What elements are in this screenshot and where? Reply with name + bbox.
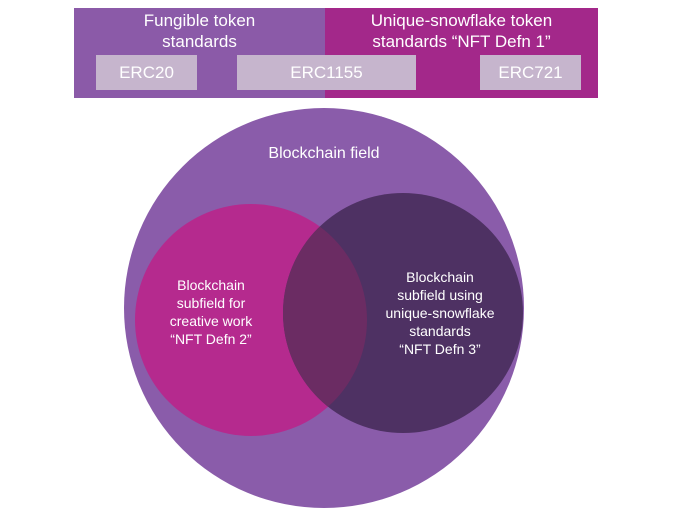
unique-title-line: standards “NFT Defn 1” xyxy=(372,32,551,51)
circle-overlap-region xyxy=(283,204,367,433)
fungible-title-line: standards xyxy=(162,32,237,51)
snowflake-label-line: Blockchain xyxy=(406,269,474,285)
creative-label-line: creative work xyxy=(169,313,253,329)
erc721-token-box: ERC721 xyxy=(480,55,581,90)
snowflake-label-line: “NFT Defn 3” xyxy=(399,341,481,357)
unique-standards-title: Unique-snowflake token standards “NFT De… xyxy=(325,10,598,52)
blockchain-field-label: Blockchain field xyxy=(268,145,380,162)
erc1155-token-box: ERC1155 xyxy=(237,55,416,90)
creative-work-label: Blockchain subfield for creative work “N… xyxy=(146,276,276,348)
snowflake-label-line: unique-snowflake xyxy=(385,305,495,321)
erc20-token-box: ERC20 xyxy=(96,55,197,90)
unique-snowflake-label: Blockchain subfield using unique-snowfla… xyxy=(370,268,510,358)
creative-label-line: subfield for xyxy=(176,295,246,311)
token-standards-panel: Fungible token standards Unique-snowflak… xyxy=(74,8,598,98)
creative-label-line: Blockchain xyxy=(177,277,245,293)
fungible-standards-title: Fungible token standards xyxy=(74,10,325,52)
snowflake-label-line: standards xyxy=(409,323,471,339)
creative-label-line: “NFT Defn 2” xyxy=(170,331,252,347)
unique-title-line: Unique-snowflake token xyxy=(370,11,553,30)
fungible-title-line: Fungible token xyxy=(143,11,256,30)
snowflake-label-line: subfield using xyxy=(397,287,483,303)
